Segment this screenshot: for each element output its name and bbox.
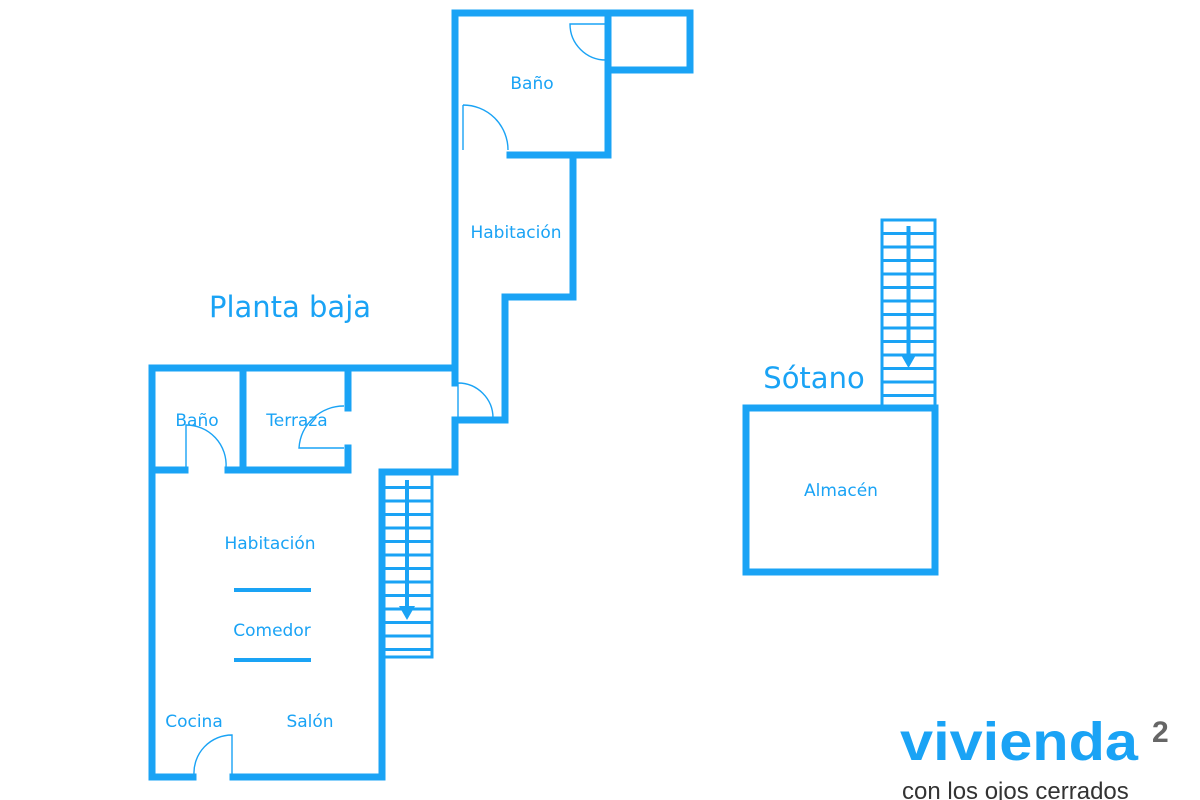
- stairs-ground: [380, 472, 434, 659]
- doors: [185, 23, 607, 776]
- vivienda2-logo: vivienda 2 con los ojos cerrados: [900, 712, 1169, 800]
- room-label: Salón: [286, 712, 333, 732]
- storage-room: [742, 404, 939, 576]
- room-label: Terraza: [265, 411, 327, 431]
- logo-tagline: con los ojos cerrados: [902, 778, 1129, 800]
- room-label: Habitación: [224, 534, 315, 554]
- stair-outline: [380, 472, 434, 659]
- room-label: Almacén: [804, 481, 878, 501]
- ground-floor-title: Planta baja: [209, 290, 371, 324]
- room-label: Cocina: [165, 712, 223, 732]
- arrow-down-icon: [900, 354, 917, 368]
- arrow-down-icon: [399, 606, 415, 620]
- ground-floor-walls: [148, 9, 694, 781]
- room-label: Baño: [175, 411, 218, 431]
- basement-title: Sótano: [763, 361, 864, 395]
- stairs-basement: [880, 218, 937, 409]
- room-label: Habitación: [470, 223, 561, 243]
- room-label: Baño: [510, 74, 553, 94]
- logo-name: vivienda: [900, 712, 1139, 772]
- logo-superscript: 2: [1152, 716, 1169, 749]
- room-label: Comedor: [233, 621, 310, 641]
